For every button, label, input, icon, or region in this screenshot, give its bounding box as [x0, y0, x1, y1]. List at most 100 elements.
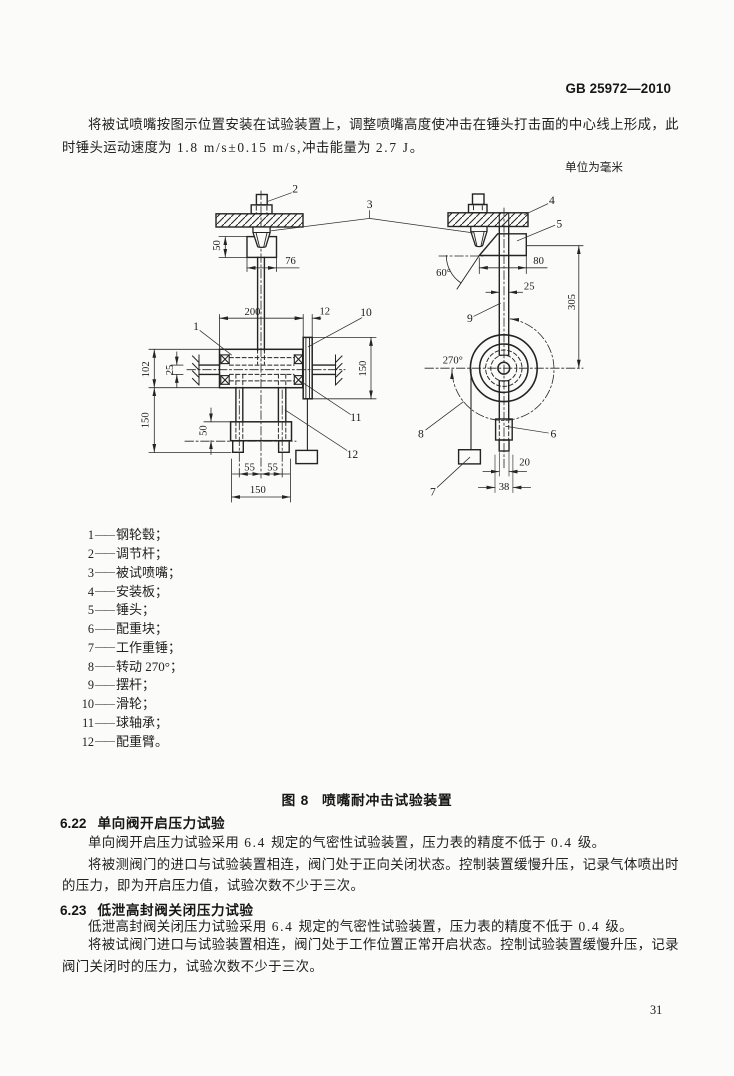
drawing-stroke	[277, 440, 290, 454]
drawing-stroke	[199, 329, 233, 356]
part-number-label: 7	[430, 485, 436, 498]
legend-item-number: 1	[87, 528, 94, 543]
legend-item: 9——摆杆；	[66, 674, 155, 693]
part-number-label: 8	[418, 428, 424, 441]
drawing-stroke	[229, 421, 293, 442]
drawing-stroke	[456, 254, 480, 290]
legend-item-number: 12	[81, 734, 94, 749]
legend-item-label: 工作重锤；	[116, 639, 182, 655]
legend-item-separator: ——	[95, 548, 115, 560]
dimension-label: 76	[285, 256, 296, 267]
dimension-label: 12	[320, 306, 331, 317]
dimension-label: 38	[499, 482, 510, 493]
dimension-label: 150	[358, 361, 369, 377]
drawing-stroke	[447, 212, 529, 228]
legend-item-label: 锤头；	[116, 602, 156, 618]
dimension-label: 55	[244, 463, 255, 474]
legend-item-label: 配重臂。	[116, 733, 169, 749]
legend-item: 3——被试喷嘴；	[66, 562, 181, 581]
drawing-stroke	[334, 370, 343, 379]
legend-item: 12——配重臂。	[66, 731, 168, 750]
legend-item-label: 调节杆；	[116, 545, 169, 561]
dimension-label: 200	[245, 307, 261, 318]
dimension-label: 25	[524, 282, 535, 293]
drawing-stroke	[215, 213, 304, 228]
section-body-line: 将被测阀门的进口与试验装置相连，阀门处于正向关闭状态。控制装置缓慢升压，记录气体…	[88, 856, 679, 872]
intro-line: 时锤头运动速度为 1.8 m/s±0.15 m/s,冲击能量为 2.7 J。	[62, 140, 424, 155]
legend-item: 10——滑轮；	[66, 693, 155, 712]
legend-item-number: 3	[87, 565, 94, 580]
legend-item-separator: ——	[95, 567, 115, 579]
drawing-stroke	[252, 226, 271, 249]
drawing-stroke	[516, 224, 556, 242]
legend-item-separator: ——	[95, 698, 115, 710]
part-number-label: 9	[467, 312, 473, 325]
legend-item-label: 滑轮；	[116, 696, 156, 712]
legend-item-number: 10	[81, 697, 94, 712]
section-title: 单向阀开启压力试验	[97, 816, 226, 831]
drawing-stroke	[299, 380, 351, 415]
drawing-stroke	[231, 440, 244, 454]
part-number-label: 6	[551, 427, 557, 440]
legend-item-number: 4	[87, 584, 94, 599]
legend-item: 7——工作重锤；	[66, 637, 181, 656]
section-body-line: 阀门关闭时的压力，试验次数不少于三次。	[62, 958, 324, 974]
dimension-label: 150	[250, 485, 266, 496]
section-body-line: 低泄高封阀关闭压力试验采用 6.4 规定的气密性试验装置，压力表的精度不低于 0…	[88, 919, 633, 934]
section-body-line: 的压力，即为开启压力值，试验次数不少于三次。	[62, 878, 365, 893]
drawing-stroke	[220, 375, 230, 385]
legend-item-label: 安装板；	[116, 583, 169, 599]
part-number-label: 4	[549, 194, 555, 207]
legend-item-label: 被试喷嘴；	[116, 564, 182, 580]
legend-item-label: 钢轮毂；	[116, 527, 169, 543]
drawing-stroke	[334, 362, 343, 371]
legend-item: 11——球轴承；	[66, 712, 168, 731]
drawing-stroke	[498, 439, 510, 452]
drawing-stroke	[471, 193, 485, 206]
figure-caption-title: 喷嘴耐冲击试验装置	[321, 793, 453, 808]
part-number-label: 11	[350, 411, 361, 424]
part-leader-lines	[199, 192, 556, 488]
legend-item-separator: ——	[95, 679, 115, 691]
drawing-stroke	[510, 318, 520, 322]
drawing-stroke	[445, 255, 462, 284]
legend-item-number: 6	[87, 622, 94, 637]
dimension-label: 60°	[436, 268, 451, 279]
legend-item-separator: ——	[95, 717, 115, 729]
section-number: 6.23	[60, 902, 87, 918]
drawing-stroke	[220, 354, 230, 365]
legend-item-number: 7	[87, 640, 94, 655]
drawing-stroke	[451, 318, 555, 421]
legend-item-separator: ——	[95, 623, 115, 635]
legend-item-number: 8	[87, 659, 94, 674]
legend-item-separator: ——	[95, 736, 115, 748]
section-body-line: 将被试阀门进口与试验装置相连，阀门处于工作位置正常开启状态。控制试验装置缓慢升压…	[88, 936, 679, 952]
legend-item-label: 球轴承；	[116, 715, 169, 730]
drawing-stroke	[470, 225, 488, 248]
page-number: 31	[650, 1003, 663, 1017]
dimension-label: 55	[267, 463, 278, 474]
section-body-line: 单向阀开启压力试验采用 6.4 规定的气密性试验装置，压力表的精度不低于 0.4…	[88, 834, 606, 850]
legend-item-number: 5	[87, 603, 94, 618]
part-number-label: 5	[556, 217, 562, 230]
side-view-dimensions	[478, 245, 584, 493]
part-number-label: 10	[360, 306, 372, 319]
drawing-stroke	[302, 336, 313, 400]
legend-item-label: 摆杆；	[116, 677, 156, 693]
figure-caption-label: 图 8	[281, 793, 309, 808]
part-number-label: 1	[193, 320, 199, 333]
legend-item-separator: ——	[95, 661, 115, 673]
legend-item: 8——转动 270°；	[66, 656, 183, 675]
intro-line: 将被试喷嘴按图示位置安装在试验装置上，调整喷嘴高度使冲击在锤头打击面的中心线上形…	[88, 116, 679, 132]
drawing-stroke	[334, 377, 343, 386]
drawing-stroke	[284, 409, 348, 451]
legend-item-number: 9	[87, 678, 94, 693]
legend-item-label: 配重块；	[116, 621, 169, 637]
drawing-stroke	[457, 449, 482, 465]
drawing-stroke	[436, 456, 471, 488]
dimension-label: 305	[567, 294, 578, 310]
legend-item-number: 11	[82, 716, 94, 730]
